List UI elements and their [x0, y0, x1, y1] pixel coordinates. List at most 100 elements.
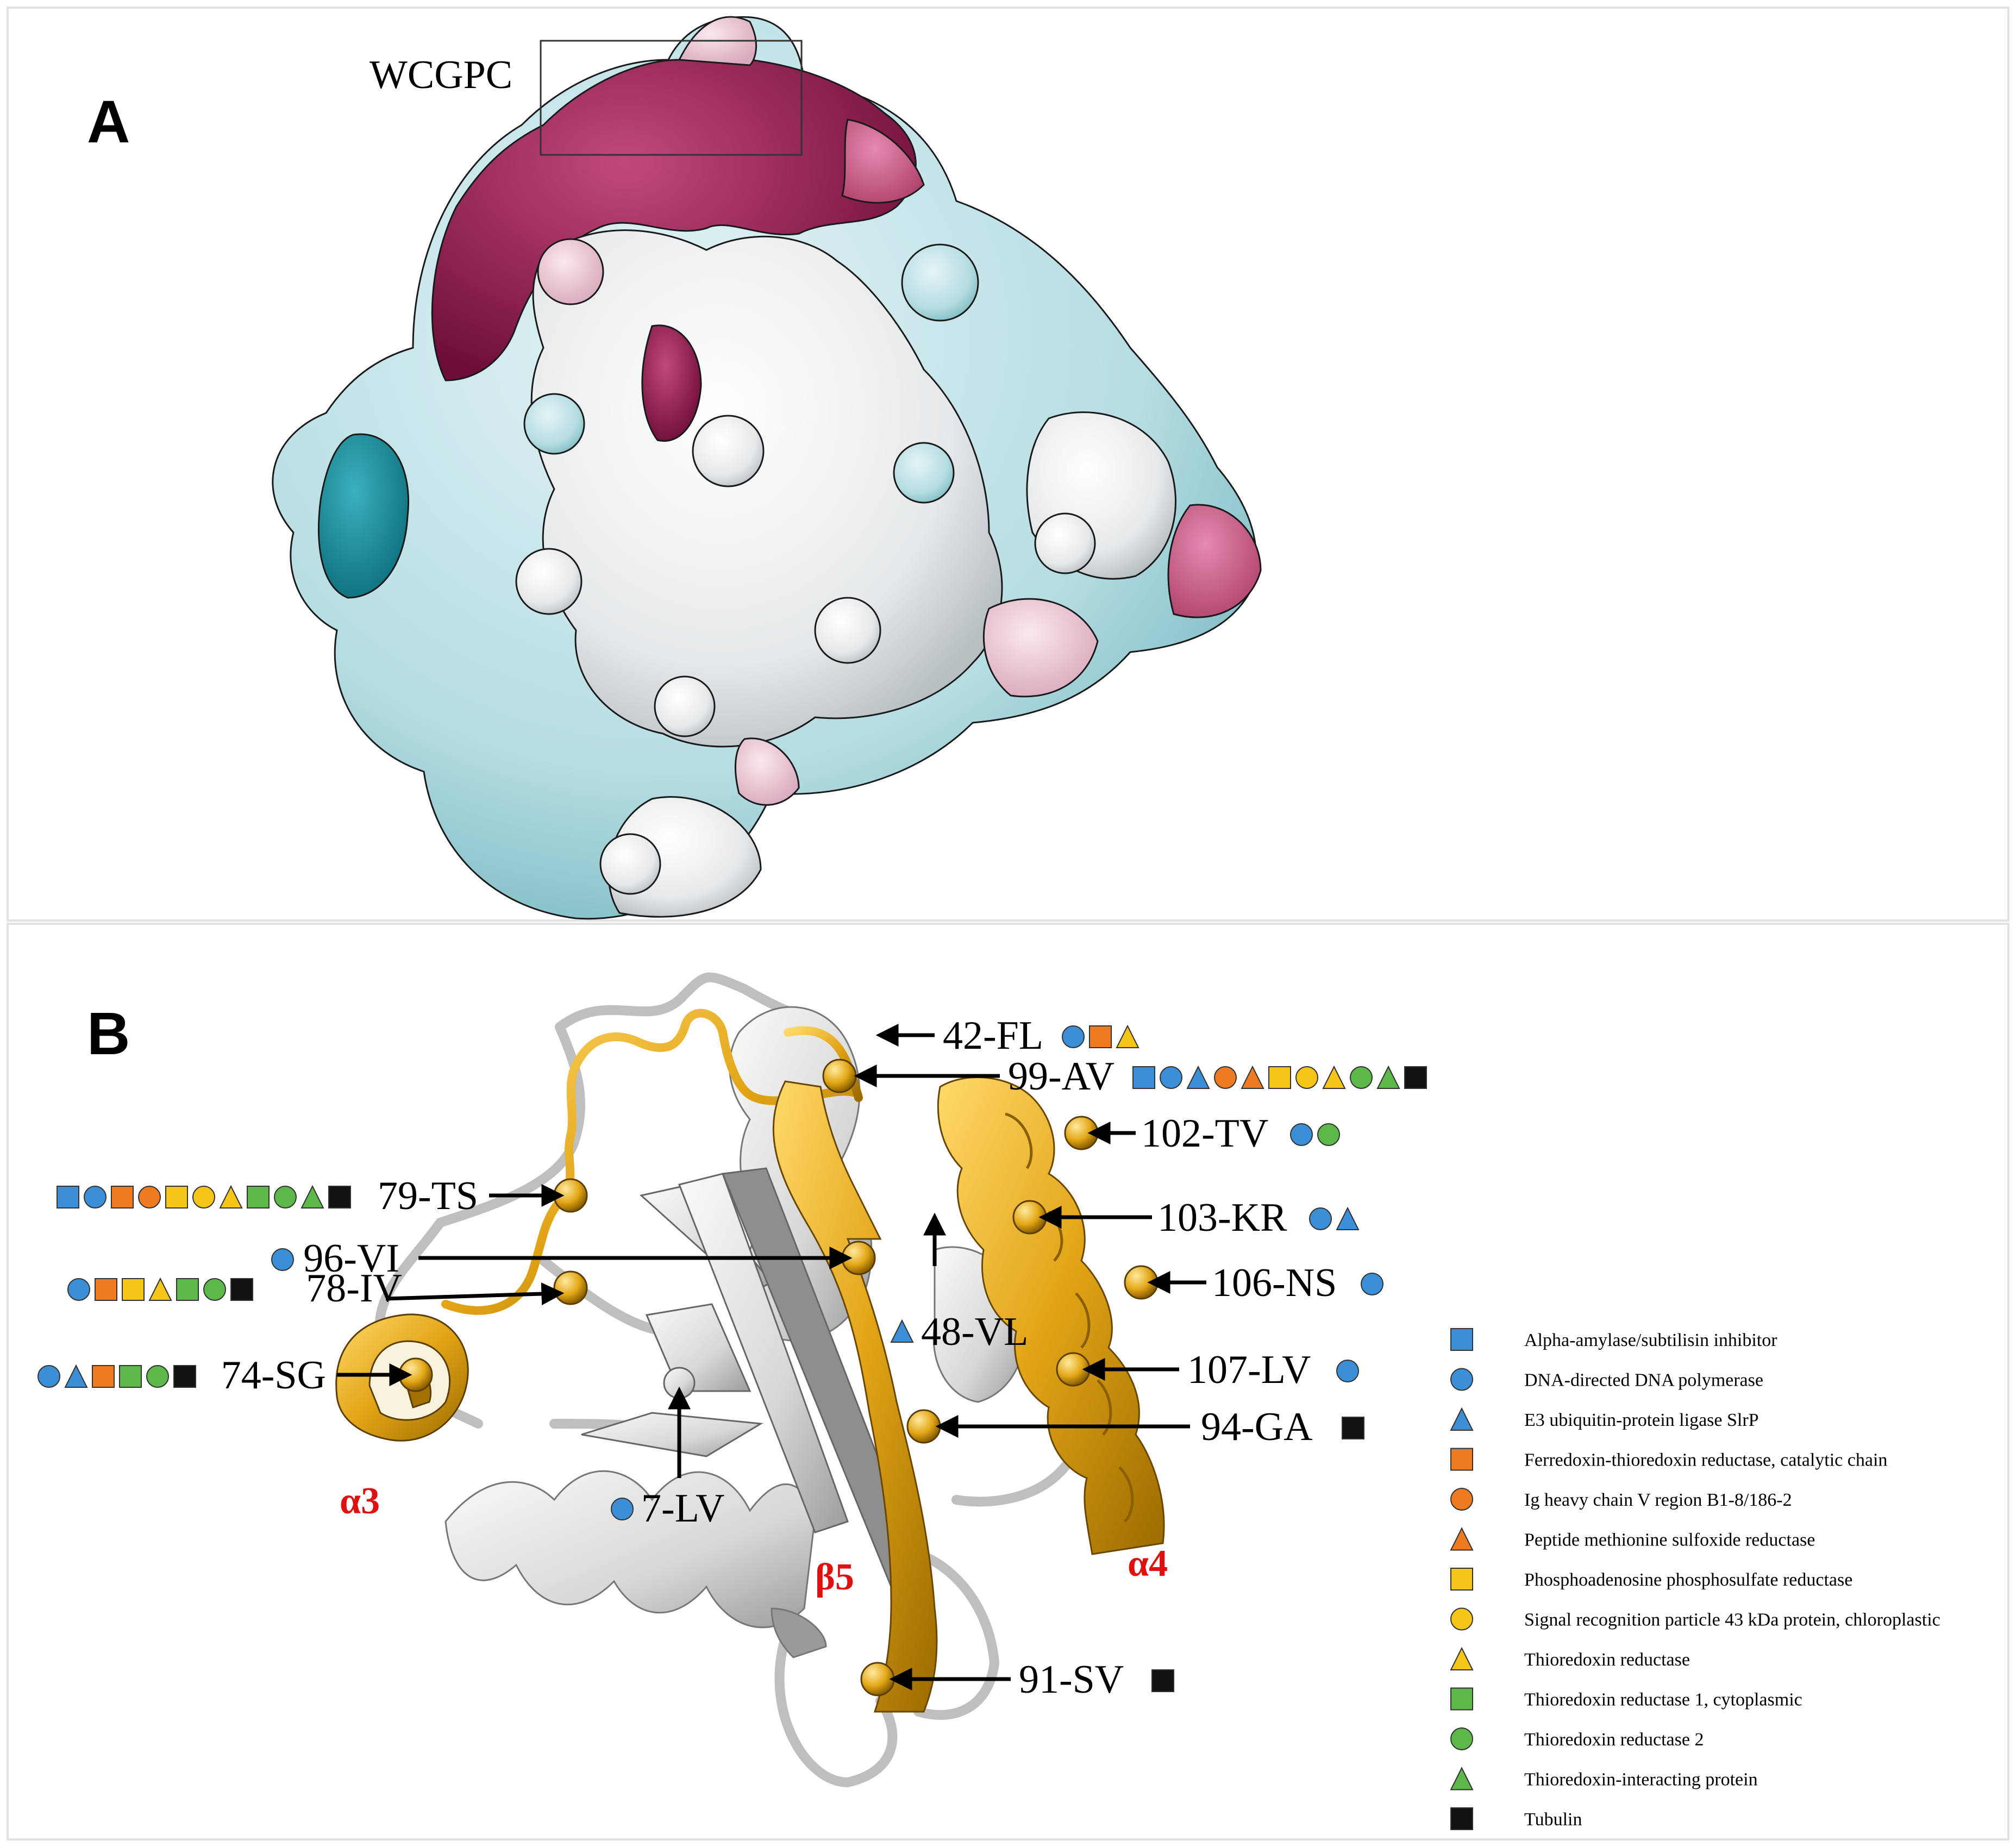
site-marker-circle	[1350, 1066, 1373, 1089]
site-marker-circle	[1214, 1066, 1237, 1089]
legend-label: Thioredoxin reductase	[1524, 1650, 1690, 1670]
site-79-TS: 79-TS	[57, 1174, 588, 1218]
legend-item: Thioredoxin reductase 2	[1450, 1727, 1704, 1750]
wcgpc-label: WCGPC	[370, 53, 512, 97]
site-ball	[906, 1409, 941, 1444]
site-marker-circle	[146, 1365, 169, 1388]
legend-label: Peptide methionine sulfoxide reductase	[1524, 1530, 1815, 1550]
legend-marker-square	[1450, 1568, 1473, 1591]
site-marker-circle	[1160, 1066, 1182, 1089]
site-label: 91-SV	[1019, 1657, 1124, 1702]
site-marker-triangle	[64, 1364, 88, 1388]
site-marker-square	[1404, 1066, 1427, 1089]
binding-sites: 42-FL99-AV102-TV103-KR106-NS107-LV94-GA9…	[37, 1013, 1427, 1702]
surface-knobs	[515, 238, 1096, 895]
site-label: 78-IV	[306, 1266, 402, 1311]
site-marker-square	[92, 1365, 115, 1388]
site-marker-square	[247, 1186, 270, 1209]
site-marker-square	[122, 1278, 145, 1301]
site-marker-circle	[203, 1278, 226, 1301]
site-marker-square	[95, 1278, 117, 1301]
site-marker-square	[1342, 1417, 1364, 1439]
legend-label: DNA-directed DNA polymerase	[1524, 1370, 1763, 1391]
site-74-SG: 74-SG	[37, 1353, 433, 1398]
site-102-TV: 102-TV	[1064, 1111, 1340, 1156]
legend-item: Peptide methionine sulfoxide reductase	[1450, 1527, 1815, 1551]
legend-marker-triangle	[1450, 1646, 1474, 1670]
site-78-IV: 78-IV	[67, 1266, 588, 1311]
legend-label: E3 ubiquitin-protein ligase SlrP	[1524, 1410, 1759, 1430]
site-91-SV: 91-SV	[860, 1657, 1174, 1702]
site-label: 79-TS	[378, 1174, 478, 1218]
site-marker-circle	[274, 1186, 297, 1209]
legend-label: Thioredoxin-interacting protein	[1524, 1770, 1758, 1790]
site-marker-triangle	[148, 1277, 172, 1301]
site-label: 7-LV	[641, 1486, 725, 1531]
site-ball	[1056, 1352, 1091, 1387]
legend-label: Alpha-amylase/subtilisin inhibitor	[1524, 1330, 1777, 1350]
legend-item: Thioredoxin-interacting protein	[1450, 1767, 1758, 1790]
site-marker-circle	[192, 1186, 215, 1209]
site-marker-square	[1089, 1025, 1112, 1048]
site-103-KR: 103-KR	[1012, 1195, 1360, 1240]
site-marker-circle	[1290, 1123, 1313, 1146]
site-marker-circle	[1295, 1066, 1318, 1089]
legend-item: E3 ubiquitin-protein ligase SlrP	[1450, 1407, 1759, 1431]
site-42-FL: 42-FL	[875, 1013, 1140, 1058]
legend-marker-square	[1450, 1687, 1473, 1711]
site-marker-circle	[271, 1248, 294, 1271]
site-ball	[822, 1059, 857, 1093]
site-marker-triangle	[1116, 1024, 1140, 1048]
legend-item: Tubulin	[1450, 1807, 1582, 1830]
legend-label: Ig heavy chain V region B1-8/186-2	[1524, 1490, 1792, 1510]
site-marker-square	[1132, 1066, 1155, 1089]
site-marker-triangle	[1336, 1206, 1360, 1230]
legend-marker-triangle	[1450, 1767, 1474, 1790]
legend-marker-circle	[1450, 1368, 1473, 1391]
site-label: 102-TV	[1141, 1111, 1268, 1156]
site-marker-triangle	[1376, 1065, 1400, 1089]
legend-item: Thioredoxin reductase 1, cytoplasmic	[1450, 1687, 1802, 1711]
site-marker-square	[1151, 1669, 1174, 1692]
site-marker-triangle	[300, 1185, 324, 1209]
legend-item: Signal recognition particle 43 kDa prote…	[1450, 1607, 1940, 1631]
site-label: 106-NS	[1212, 1261, 1337, 1305]
site-label: 103-KR	[1157, 1195, 1287, 1240]
legend-label: Signal recognition particle 43 kDa prote…	[1524, 1610, 1940, 1630]
site-label: 96-VI	[303, 1236, 399, 1281]
legend-item: Thioredoxin reductase	[1450, 1646, 1690, 1670]
site-marker-circle	[37, 1365, 60, 1388]
site-marker-circle	[84, 1186, 107, 1209]
site-label: 74-SG	[221, 1353, 326, 1398]
legend-label: Phosphoadenosine phosphosulfate reductas…	[1524, 1570, 1852, 1590]
site-marker-square	[173, 1365, 196, 1388]
site-marker-triangle	[1322, 1065, 1346, 1089]
legend-item: Alpha-amylase/subtilisin inhibitor	[1450, 1328, 1777, 1351]
alpha3-label: α3	[340, 1480, 380, 1522]
legend-marker-circle	[1450, 1727, 1473, 1750]
site-marker-triangle	[219, 1185, 243, 1209]
site-48-VL: 48-VL	[890, 1212, 1028, 1354]
site-marker-square	[1268, 1066, 1291, 1089]
site-99-AV: 99-AV	[822, 1054, 1427, 1099]
site-marker-square	[230, 1278, 253, 1301]
legend-marker-circle	[1450, 1607, 1473, 1631]
site-label: 48-VL	[921, 1310, 1028, 1354]
legend-label: Thioredoxin reductase 2	[1524, 1730, 1704, 1750]
site-marker-square	[328, 1186, 351, 1209]
site-label: 99-AV	[1008, 1054, 1115, 1099]
site-marker-circle	[1309, 1207, 1332, 1230]
site-ball	[1012, 1200, 1047, 1235]
legend-label: Ferredoxin-thioredoxin reductase, cataly…	[1524, 1450, 1887, 1470]
panel-a-frame	[7, 7, 2009, 922]
legend-item: DNA-directed DNA polymerase	[1450, 1368, 1763, 1391]
site-marker-square	[111, 1186, 134, 1209]
legend-label: Thioredoxin reductase 1, cytoplasmic	[1524, 1690, 1802, 1710]
beta5-label: β5	[815, 1556, 854, 1598]
legend-marker-square	[1450, 1328, 1473, 1351]
legend-marker-square	[1450, 1807, 1473, 1830]
site-marker-triangle	[890, 1319, 914, 1343]
site-marker-circle	[1317, 1123, 1340, 1146]
site-marker-square	[176, 1278, 199, 1301]
